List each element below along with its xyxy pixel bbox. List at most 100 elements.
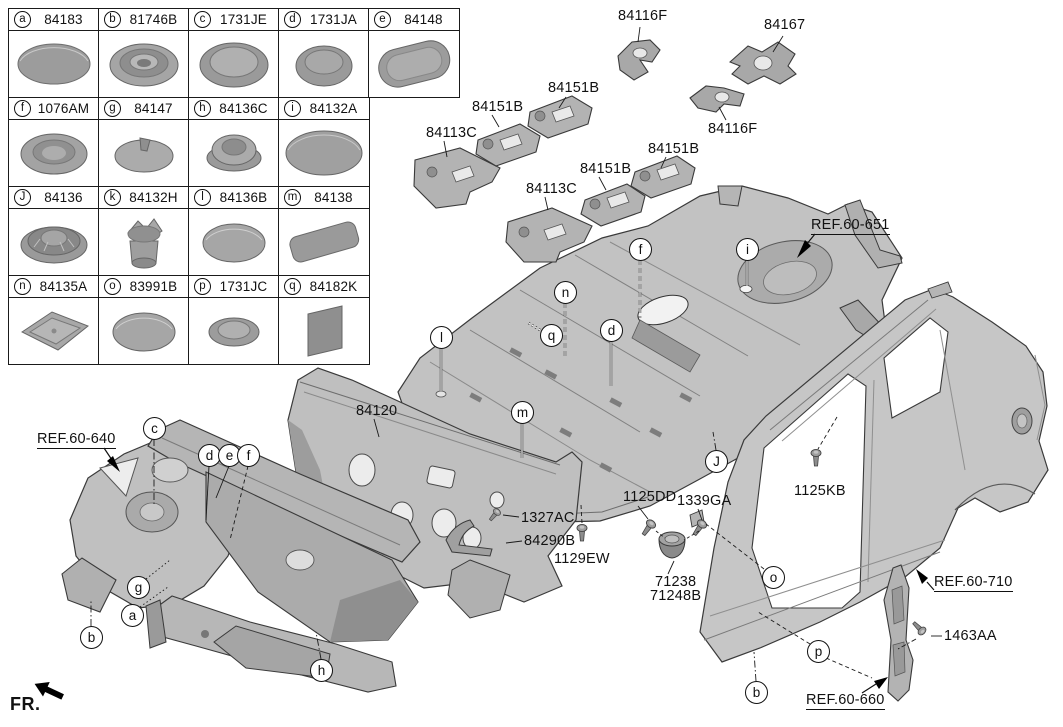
diagram-detail: [544, 196, 549, 211]
diagram-detail: [378, 40, 451, 88]
plug-image: [9, 31, 99, 95]
diagram-detail: [939, 329, 966, 471]
diagram-detail: [769, 299, 929, 431]
diagram-detail: [763, 260, 817, 296]
plug-part-number: 84182K: [309, 279, 358, 294]
part-label-84151b-4[interactable]: 84151B: [580, 161, 632, 177]
ref-link-60-710[interactable]: REF.60-710: [934, 574, 1013, 592]
diagram-detail: [543, 223, 567, 241]
callout-dash-h[interactable]: h: [310, 659, 333, 682]
floor-panel-drawing: [397, 185, 903, 523]
callout-floor-q[interactable]: q: [540, 324, 563, 347]
part-label-1339ga[interactable]: 1339GA: [677, 493, 732, 509]
callout-floor-j[interactable]: J: [705, 450, 728, 473]
callout-floor-i[interactable]: i: [736, 238, 759, 261]
callout-dash-g[interactable]: g: [127, 576, 150, 599]
diagram-detail: [99, 457, 139, 497]
part-label-1327ac[interactable]: 1327AC: [521, 510, 575, 526]
part-label-84151b-2[interactable]: 84151B: [472, 99, 524, 115]
part-label-84167[interactable]: 84167: [764, 17, 806, 33]
side-panel-drawing: [689, 281, 1049, 663]
callout-floor-m[interactable]: m: [511, 401, 534, 424]
plug-letter-badge: a: [14, 11, 31, 28]
ref-link-60-651[interactable]: REF.60-651: [811, 217, 890, 235]
callout-side-b[interactable]: b: [745, 681, 768, 704]
part-label-84116f-2[interactable]: 84116F: [708, 121, 758, 137]
diagram-detail: [679, 392, 693, 403]
callout-dash-a[interactable]: a: [121, 604, 144, 627]
diagram-detail: [215, 465, 230, 499]
part-label-1129ew[interactable]: 1129EW: [554, 551, 610, 567]
diagram-detail: [883, 317, 949, 419]
part-label-71238[interactable]: 71238: [655, 574, 697, 590]
part-label-1125kb[interactable]: 1125KB: [794, 483, 846, 499]
plug-image: [9, 120, 99, 184]
callout-floor-d[interactable]: d: [600, 319, 623, 342]
callout-side-p[interactable]: p: [807, 640, 830, 663]
part-label-84116f-1[interactable]: 84116F: [618, 8, 668, 24]
plug-letter-badge: i: [284, 100, 301, 117]
plug-image: [279, 209, 369, 273]
plug-part-number: 84148: [404, 12, 443, 27]
diagram-detail: [916, 569, 928, 584]
diagram-detail: [131, 257, 157, 269]
callout-dash-d[interactable]: d: [198, 444, 221, 467]
diagram-detail: [518, 226, 530, 238]
part-label-84151b-1[interactable]: 84151B: [548, 80, 600, 96]
part-label-84113c-1[interactable]: 84113C: [426, 125, 477, 141]
part-label-84151b-3[interactable]: 84151B: [648, 141, 700, 157]
plug-image: [9, 209, 99, 273]
part-label-84113c-2[interactable]: 84113C: [526, 181, 577, 197]
bracket-84290b: [445, 519, 493, 557]
diagram-detail: [797, 240, 811, 258]
diagram-detail: [431, 508, 457, 538]
callout-dash-b[interactable]: b: [80, 626, 103, 649]
diagram-detail: [451, 165, 475, 183]
plug-letter-badge: m: [284, 189, 301, 206]
plug-letter-badge: l: [194, 189, 211, 206]
diagram-detail: [151, 457, 189, 483]
part-label-84120[interactable]: 84120: [356, 403, 398, 419]
ref-link-60-660[interactable]: REF.60-660: [806, 692, 885, 710]
plug-letter-badge: d: [284, 11, 301, 28]
callout-floor-f[interactable]: f: [629, 238, 652, 261]
callout-side-o[interactable]: o: [762, 566, 785, 589]
ref-link-60-640[interactable]: REF.60-640: [37, 431, 116, 449]
part-label-71248b[interactable]: 71248B: [650, 588, 702, 604]
part-label-84290b[interactable]: 84290B: [524, 533, 576, 549]
diagram-detail: [139, 137, 151, 152]
diagram-detail: [426, 465, 456, 489]
callout-floor-n[interactable]: n: [554, 281, 577, 304]
diagram-detail: [637, 26, 641, 43]
plug-image: [369, 31, 459, 95]
part-label-1463aa[interactable]: 1463AA: [944, 628, 997, 644]
part-label-1125dd[interactable]: 1125DD: [623, 489, 677, 505]
diagram-detail: [718, 106, 727, 121]
callout-dash-f[interactable]: f: [237, 444, 260, 467]
callout-dash-c[interactable]: c: [143, 417, 166, 440]
callout-floor-l[interactable]: l: [430, 326, 453, 349]
diagram-detail: [127, 225, 161, 243]
diagram-detail: [202, 223, 266, 263]
diagram-detail: [697, 508, 703, 521]
